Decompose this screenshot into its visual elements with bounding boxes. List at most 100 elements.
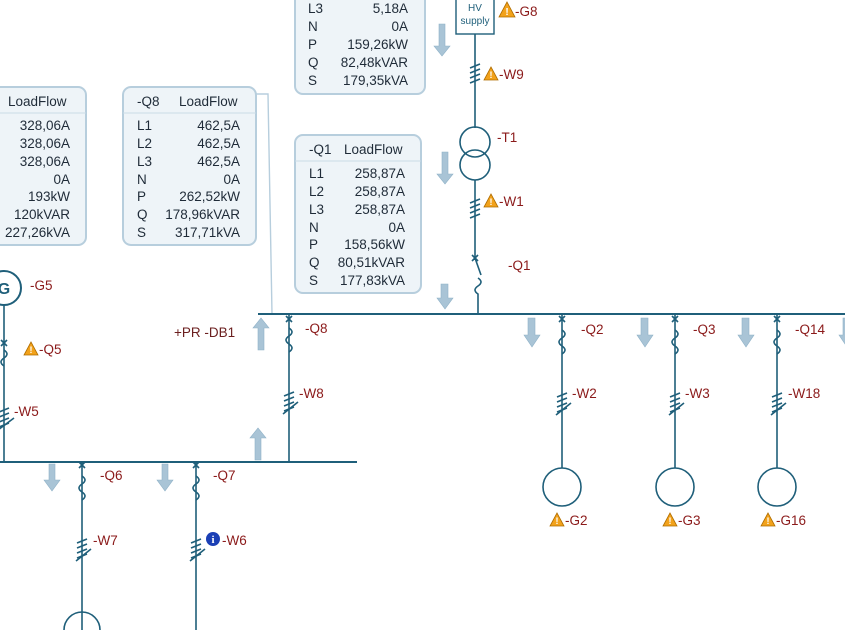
panel-q8-row-5-key: Q: [137, 207, 148, 222]
breaker-q1[interactable]: [471, 254, 482, 314]
flow-arrow-icon: [523, 317, 541, 348]
panel-top-row-4-value: 179,35kVA: [343, 73, 408, 88]
breaker-q8[interactable]: [285, 315, 293, 353]
svg-text:!: !: [505, 7, 508, 18]
w8-cable[interactable]: [282, 391, 299, 415]
warning-icon: !: [662, 512, 678, 527]
breaker-q5[interactable]: [0, 339, 8, 367]
panel-q8-tag: -Q8: [137, 94, 160, 109]
breaker-q7[interactable]: [192, 461, 200, 501]
w6-cable[interactable]: [189, 538, 206, 562]
t1-label: -T1: [497, 130, 517, 145]
warning-icon: !: [760, 512, 776, 527]
warning-icon: !: [483, 193, 499, 208]
panel-q8-row-4-key: P: [137, 189, 146, 204]
q14-label: -Q14: [795, 322, 826, 337]
generator-g16[interactable]: [757, 467, 797, 507]
panel-q8-row-6-key: S: [137, 225, 146, 240]
w5-label: -W5: [14, 404, 39, 419]
hv-supply[interactable]: HV supply: [455, 0, 495, 35]
panel-q8-row-0-value: 462,5A: [197, 118, 240, 133]
panel-q8-row-5-value: 178,96kVAR: [165, 207, 240, 222]
generator-partial[interactable]: [63, 611, 101, 630]
warning-icon: !: [483, 66, 499, 81]
breaker-q3[interactable]: [671, 315, 679, 355]
q5-label: -Q5: [39, 342, 62, 357]
generator-g3[interactable]: [655, 467, 695, 507]
w9-cable[interactable]: [469, 63, 481, 84]
q2-label: -Q2: [581, 322, 604, 337]
panel-top-row-3-value: 82,48kVAR: [341, 55, 409, 70]
generator-g2[interactable]: [542, 467, 582, 507]
panel-q8-row-1-key: L2: [137, 136, 152, 151]
panel-q8-row-6-value: 317,71kVA: [175, 225, 240, 240]
flow-arrow-icon: [249, 427, 267, 461]
panel-top-row-4-key: S: [308, 73, 317, 88]
w2-cable[interactable]: [555, 392, 572, 416]
w3-label: -W3: [685, 386, 710, 401]
loadflow-panel-q8[interactable]: -Q8 LoadFlow L1 462,5A L2 462,5A L3 462,…: [122, 86, 257, 246]
generator-g5[interactable]: G: [0, 270, 22, 306]
panel-q8-row-2-key: L3: [137, 154, 152, 169]
g16-label: -G16: [776, 513, 806, 528]
w18-cable[interactable]: [770, 392, 787, 416]
panel-q8-row-3-value: 0A: [223, 172, 240, 187]
breaker-q14[interactable]: [773, 315, 781, 355]
q7-label: -Q7: [213, 468, 236, 483]
panel-left-value-2: 328,06A: [20, 154, 70, 169]
breaker-q6[interactable]: [78, 461, 86, 501]
panel-q1-row-6-value: 177,83kVA: [340, 273, 405, 288]
w1-cable[interactable]: [469, 198, 481, 219]
panel-top-row-1-key: N: [308, 19, 318, 34]
svg-text:!: !: [30, 345, 33, 355]
panel-q1-row-3-value: 0A: [388, 220, 405, 235]
loadflow-panel-q1[interactable]: -Q1 LoadFlow L1 258,87A L2 258,87A L3 25…: [294, 134, 422, 294]
svg-text:!: !: [556, 516, 559, 526]
panel-q8-row-3-key: N: [137, 172, 147, 187]
hv-supply-line1: HV: [468, 3, 482, 14]
panel-top-row-3-key: Q: [308, 55, 319, 70]
panel-top-row-2-value: 159,26kW: [347, 37, 408, 52]
panel-q1-row-0-key: L1: [309, 166, 324, 181]
g5-label: -G5: [30, 278, 53, 293]
w9-label: -W9: [499, 67, 524, 82]
loadflow-panel-top[interactable]: L3 5,18A N 0A P 159,26kW Q 82,48kVAR S 1…: [294, 0, 426, 95]
panel-q1-tag: -Q1: [309, 142, 332, 157]
w7-label: -W7: [93, 533, 118, 548]
panel-top-row-0-key: L3: [308, 1, 323, 16]
flow-arrow-icon: [436, 151, 454, 185]
flow-arrow-icon: [737, 317, 755, 348]
w8-label: -W8: [299, 386, 324, 401]
panel-left-value-6: 227,26kVA: [5, 225, 70, 240]
w5-cable[interactable]: [0, 407, 15, 430]
w2-label: -W2: [572, 386, 597, 401]
panel-q1-row-1-value: 258,87A: [355, 184, 405, 199]
svg-text:!: !: [767, 516, 770, 526]
panel-q8-row-1-value: 462,5A: [197, 136, 240, 151]
panel-top-row-2-key: P: [308, 37, 317, 52]
panel-q8-row-2-value: 462,5A: [197, 154, 240, 169]
warning-icon: !: [23, 341, 39, 356]
panel-q1-row-5-value: 80,51kVAR: [338, 255, 406, 270]
warning-icon: !: [498, 1, 516, 18]
panel-left-value-5: 120kVAR: [14, 207, 70, 222]
q3-label: -Q3: [693, 322, 716, 337]
q1-label: -Q1: [508, 258, 531, 273]
panel-q1-row-0-value: 258,87A: [355, 166, 405, 181]
panel-q1-row-1-key: L2: [309, 184, 324, 199]
flow-arrow-icon: [43, 463, 61, 492]
w3-cable[interactable]: [668, 392, 685, 416]
flow-arrow-icon: [838, 317, 845, 345]
hv-supply-line2: supply: [461, 16, 490, 27]
info-icon[interactable]: i: [206, 532, 220, 546]
flow-arrow-icon: [252, 317, 270, 351]
svg-text:!: !: [669, 516, 672, 526]
loadflow-panel-left[interactable]: LoadFlow 328,06A 328,06A 328,06A 0A 193k…: [0, 86, 87, 246]
w7-cable[interactable]: [75, 538, 92, 562]
flow-arrow-icon: [433, 23, 451, 57]
transformer-t1[interactable]: [459, 126, 491, 181]
svg-text:!: !: [490, 70, 493, 80]
breaker-q2[interactable]: [558, 315, 566, 355]
g2-label: -G2: [565, 513, 588, 528]
